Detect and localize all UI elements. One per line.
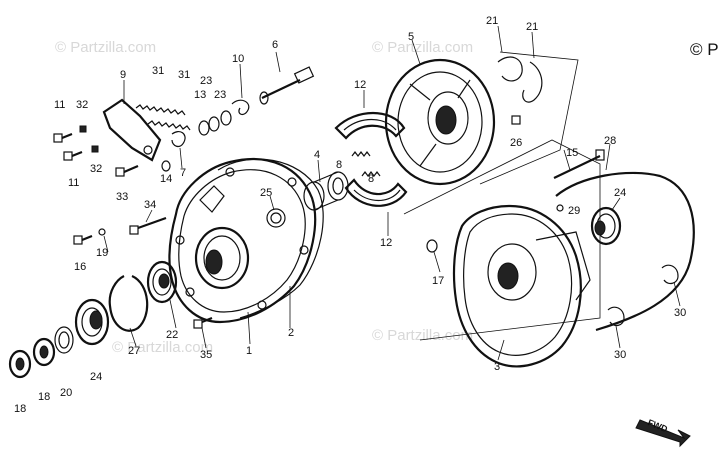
label-part-35: 35: [200, 349, 212, 361]
label-part-28: 28: [604, 135, 616, 147]
label-part-15: 15: [566, 147, 578, 159]
label-part-23b: 23: [214, 89, 226, 101]
leader-lines: [103, 25, 681, 361]
label-part-27: 27: [128, 345, 140, 357]
label-part-18a: 18: [14, 403, 26, 415]
right-oil-seal: [590, 206, 622, 246]
label-part-20: 20: [60, 387, 72, 399]
label-part-12a: 12: [354, 79, 366, 91]
breather-tube: [555, 171, 695, 332]
watermark-3: © Partzilla.com: [112, 339, 213, 356]
label-part-17: 17: [432, 275, 444, 287]
label-part-30a: 30: [674, 307, 686, 319]
label-part-2: 2: [288, 327, 294, 339]
clips: [497, 56, 543, 125]
copyright-mark: © P: [690, 40, 719, 59]
label-part-32b: 32: [90, 163, 102, 175]
label-part-26: 26: [510, 137, 522, 149]
watermarks: © Partzilla.com © Partzilla.com © Partzi…: [55, 39, 473, 356]
label-part-9: 9: [120, 69, 126, 81]
forward-arrow: FWD: [635, 417, 691, 448]
label-part-6: 6: [272, 39, 278, 51]
label-part-7: 7: [180, 167, 186, 179]
label-part-11a: 11: [54, 99, 65, 111]
label-part-31a: 31: [152, 65, 164, 77]
label-part-8b: 8: [368, 173, 374, 185]
label-part-18b: 18: [38, 391, 50, 403]
brake-cam-parts: [102, 66, 315, 172]
label-part-33: 33: [116, 191, 128, 203]
watermark-1: © Partzilla.com: [55, 39, 156, 56]
label-part-24b: 24: [614, 187, 626, 199]
label-part-11b: 11: [68, 177, 79, 189]
label-part-21a: 21: [486, 15, 498, 27]
brake-drum: [384, 51, 579, 186]
label-part-21b: 21: [526, 21, 538, 33]
label-part-1: 1: [246, 345, 252, 357]
brake-shoes: [334, 111, 408, 207]
label-part-29: 29: [568, 205, 580, 217]
sleeve: [303, 171, 349, 211]
label-part-22: 22: [166, 329, 178, 341]
watermark-2: © Partzilla.com: [372, 39, 473, 56]
part-labels: 1 2 3 4 5 6 7 8 8 9 10 11 11 12 12 13 14…: [14, 15, 686, 415]
label-part-5: 5: [408, 31, 414, 43]
rear-case: [403, 139, 605, 368]
label-part-12b: 12: [380, 237, 392, 249]
label-part-4: 4: [314, 149, 320, 161]
label-part-30b: 30: [614, 349, 626, 361]
label-part-24a: 24: [90, 371, 102, 383]
left-bearing-stack: [8, 260, 178, 379]
label-part-23a: 23: [200, 75, 212, 87]
label-part-8a: 8: [336, 159, 342, 171]
label-part-19: 19: [96, 247, 108, 259]
label-part-14: 14: [160, 173, 172, 185]
brake-panel-housing: [168, 157, 324, 324]
watermark-4: © Partzilla.com: [372, 327, 473, 344]
label-part-3: 3: [494, 361, 500, 373]
label-part-13: 13: [194, 89, 206, 101]
label-part-34: 34: [144, 199, 156, 211]
label-part-32a: 32: [76, 99, 88, 111]
label-part-31b: 31: [178, 69, 190, 81]
label-part-10: 10: [232, 53, 244, 65]
label-part-25: 25: [260, 187, 272, 199]
small-fasteners: [53, 125, 213, 329]
label-part-16: 16: [74, 261, 86, 273]
